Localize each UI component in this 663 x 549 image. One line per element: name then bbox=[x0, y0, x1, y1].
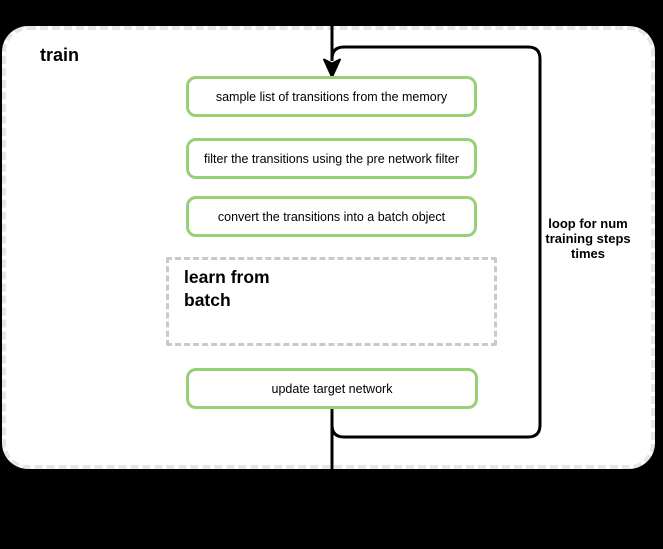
step-node-label: convert the transitions into a batch obj… bbox=[217, 209, 446, 224]
step-node-convert-to-batch: convert the transitions into a batch obj… bbox=[186, 196, 477, 237]
step-node-sample-transitions: sample list of transitions from the memo… bbox=[186, 76, 477, 117]
train-group-title: train bbox=[40, 45, 80, 65]
loop-annotation: loop for num training steps times bbox=[545, 216, 631, 261]
subprocess-node-learn-from-batch: learn from batch bbox=[166, 257, 497, 346]
step-node-filter-transitions: filter the transitions using the pre net… bbox=[186, 138, 477, 179]
step-node-label: filter the transitions using the pre net… bbox=[204, 151, 459, 166]
step-node-update-target-network: update target network bbox=[186, 368, 478, 409]
step-node-label: update target network bbox=[271, 381, 393, 396]
arrowhead-icon bbox=[323, 58, 341, 78]
step-node-label: sample list of transitions from the memo… bbox=[215, 89, 448, 104]
loop-boundary bbox=[330, 45, 542, 439]
